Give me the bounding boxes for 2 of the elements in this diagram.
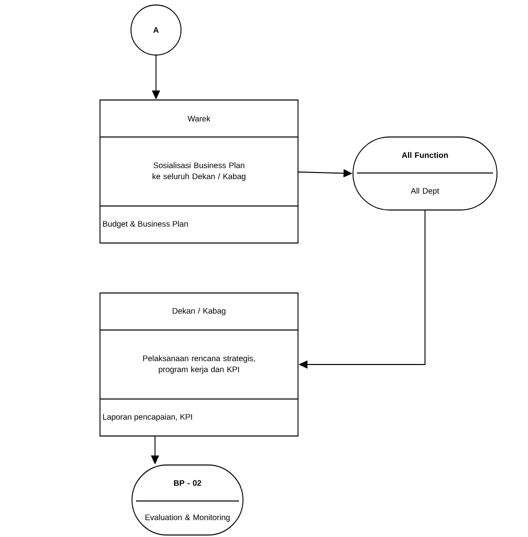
process-box: Dekan / Kabag Pelaksanaan rencana strategis, program kerja dan KPI Laporan pencapaian, KPI [100, 292, 298, 436]
process-box: Warek Sosialisasi Business Plan ke seluruh Dekan / Kabag Budget & Business Plan [100, 100, 298, 244]
